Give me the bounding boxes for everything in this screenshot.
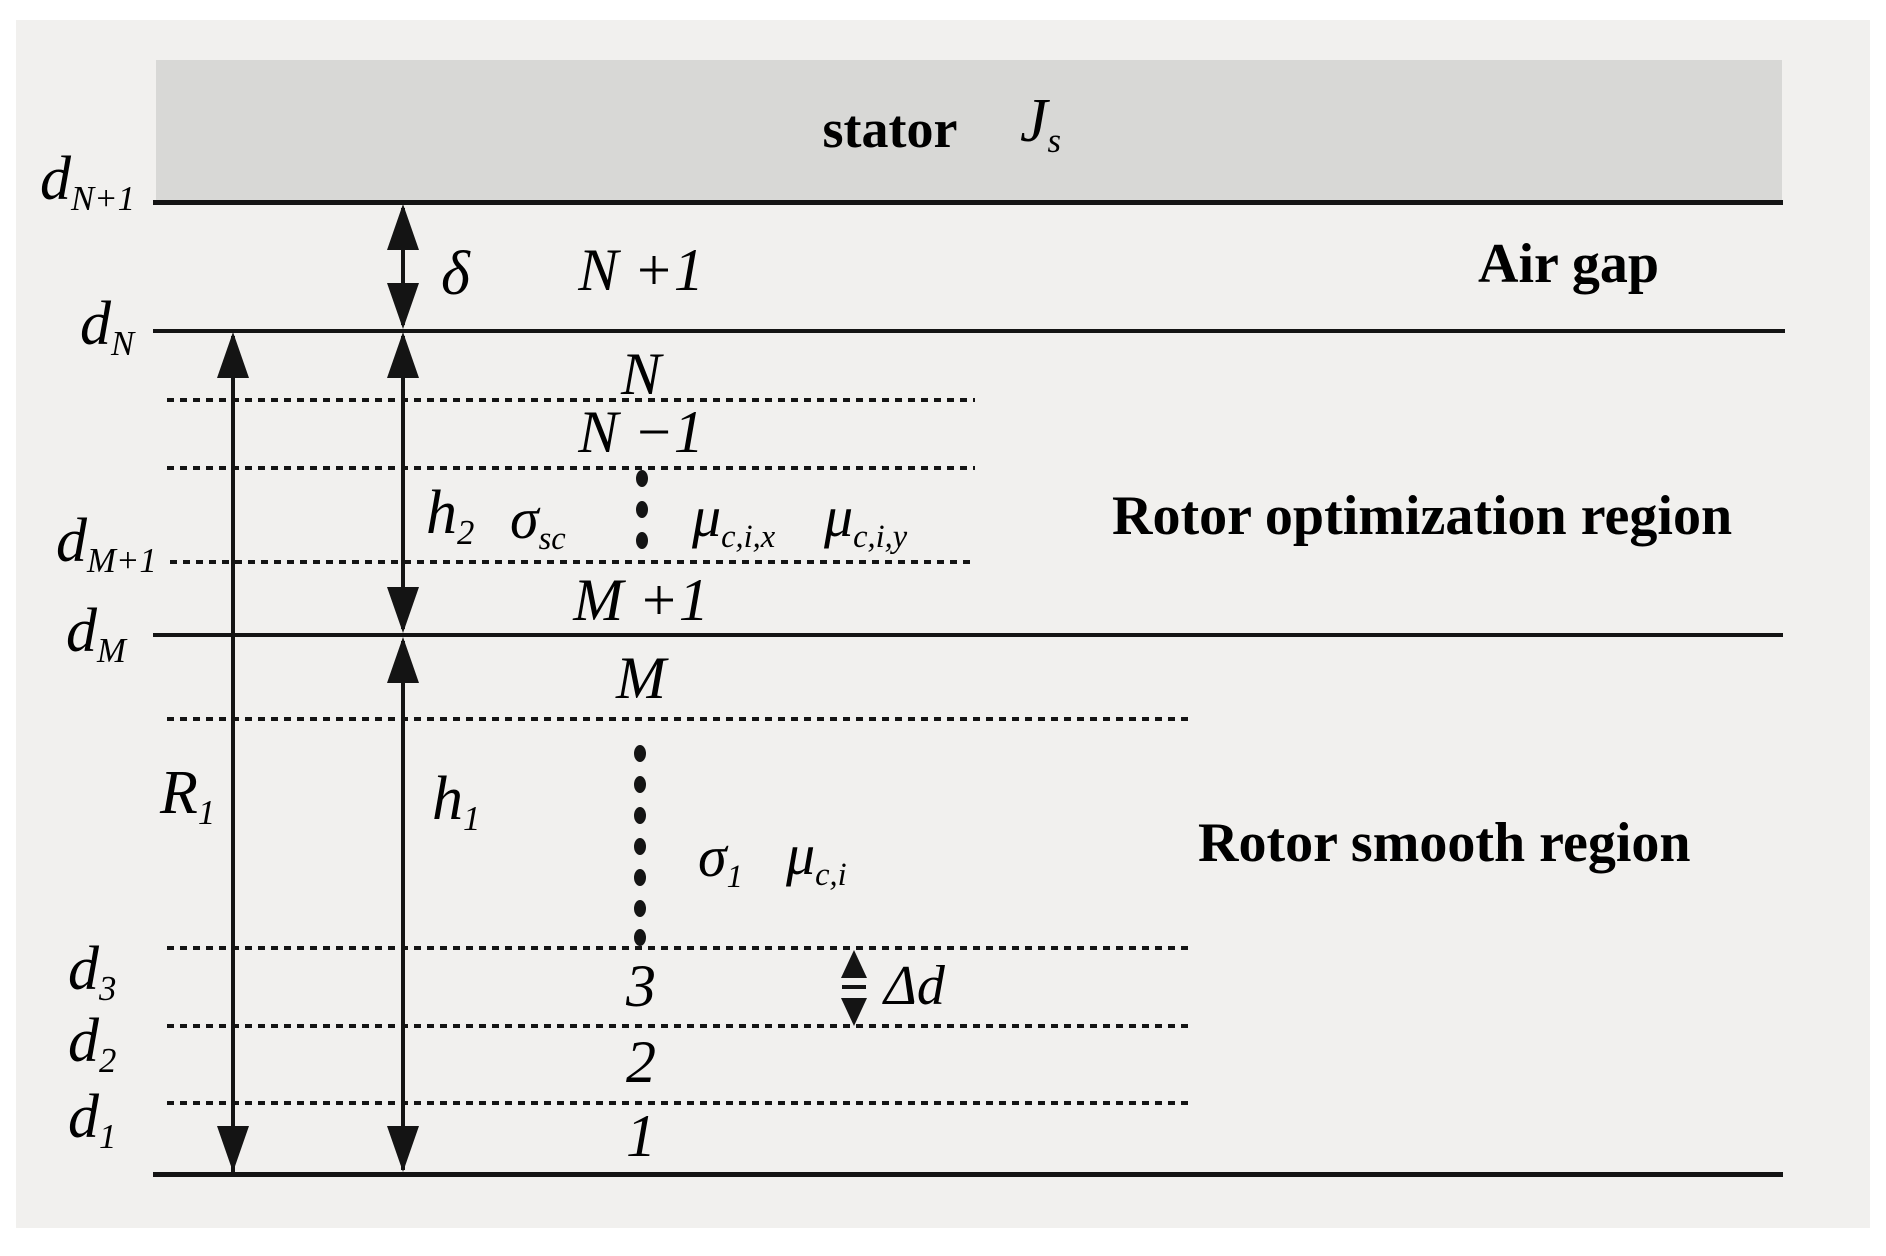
delta-d-arrow-mid-bar bbox=[842, 985, 866, 989]
delta-arrow bbox=[401, 208, 405, 325]
label-d-3: d3 bbox=[68, 935, 117, 1009]
ellipsis-dot bbox=[636, 470, 648, 487]
r1-arrow-head-down-icon bbox=[217, 1126, 249, 1172]
label-d-M: dM bbox=[66, 597, 126, 671]
ellipsis-dot bbox=[634, 869, 646, 886]
label-h1: h1 bbox=[432, 765, 481, 839]
label-delta-d: Δd bbox=[884, 955, 945, 1017]
stator-label: stator bbox=[822, 99, 958, 159]
stator-current-density-label: Js bbox=[1020, 87, 1062, 161]
ellipsis-dot bbox=[636, 532, 648, 549]
ellipsis-dot bbox=[634, 776, 646, 793]
label-sigma-sc: σsc bbox=[510, 486, 566, 557]
label-sigma-1: σ1 bbox=[698, 824, 743, 895]
layer-label-1: 1 bbox=[626, 1103, 656, 1169]
layer-label-M: M bbox=[616, 645, 666, 711]
label-d-N1: dN+1 bbox=[40, 145, 135, 219]
delta-arrow-head-down-icon bbox=[387, 283, 419, 329]
label-mu-ciy: μc,i,y bbox=[824, 484, 908, 555]
r1-arrow bbox=[231, 336, 235, 1172]
label-mu-cix: μc,i,x bbox=[692, 484, 776, 555]
layer-label-M1: M +1 bbox=[573, 567, 709, 633]
ellipsis-dot bbox=[634, 807, 646, 824]
layer-label-N-minus-1: N −1 bbox=[578, 399, 704, 465]
rotor-optimization-region-label: Rotor optimization region bbox=[1112, 485, 1733, 547]
layer-label-N1: N +1 bbox=[578, 237, 704, 303]
air-gap-label: Air gap bbox=[1478, 233, 1659, 295]
layer-divider-dotted-d1 bbox=[167, 1101, 1193, 1105]
ellipsis-dot bbox=[634, 745, 646, 762]
boundary-line-dN1 bbox=[153, 200, 1783, 205]
boundary-line-dM bbox=[153, 633, 1783, 637]
label-h2: h2 bbox=[426, 479, 475, 553]
rotor-surface-line bbox=[153, 1172, 1783, 1177]
delta-d-arrow-head-down-icon bbox=[841, 998, 867, 1026]
h2-arrow-head-up-icon bbox=[387, 332, 419, 378]
h1-arrow bbox=[401, 641, 405, 1170]
label-R1: R1 bbox=[160, 759, 216, 833]
boundary-line-dN bbox=[153, 329, 1785, 333]
stator-region bbox=[156, 60, 1782, 201]
label-d-M1: dM+1 bbox=[56, 507, 157, 581]
h1-arrow-head-up-icon bbox=[387, 637, 419, 683]
ellipsis-dot bbox=[636, 501, 648, 518]
label-mu-ci: μc,i bbox=[786, 822, 847, 893]
layer-divider-dotted bbox=[167, 466, 975, 470]
layer-divider-dotted-dM1 bbox=[170, 560, 976, 564]
delta-arrow-head-up-icon bbox=[387, 204, 419, 250]
label-d-2: d2 bbox=[68, 1007, 117, 1081]
ellipsis-dot bbox=[634, 838, 646, 855]
layer-label-3: 3 bbox=[626, 953, 656, 1019]
label-d-N: dN bbox=[80, 290, 135, 364]
ellipsis-dot bbox=[634, 929, 646, 946]
layer-divider-dotted-d3 bbox=[167, 946, 1193, 950]
h1-arrow-head-down-icon bbox=[387, 1126, 419, 1172]
r1-arrow-head-up-icon bbox=[217, 332, 249, 378]
h2-arrow-head-down-icon bbox=[387, 587, 419, 633]
delta-d-arrow-head-up-icon bbox=[841, 950, 867, 978]
layer-label-N: N bbox=[620, 341, 662, 407]
layer-divider-dotted-d2 bbox=[167, 1024, 1193, 1028]
label-delta: δ bbox=[441, 240, 470, 308]
ellipsis-dot bbox=[634, 900, 646, 917]
h2-arrow bbox=[401, 336, 405, 629]
rotor-smooth-region-label: Rotor smooth region bbox=[1198, 812, 1691, 874]
label-d-1: d1 bbox=[68, 1083, 117, 1157]
layer-divider-dotted bbox=[167, 717, 1193, 721]
layer-divider-dotted bbox=[167, 398, 975, 402]
layer-label-2: 2 bbox=[626, 1029, 656, 1095]
